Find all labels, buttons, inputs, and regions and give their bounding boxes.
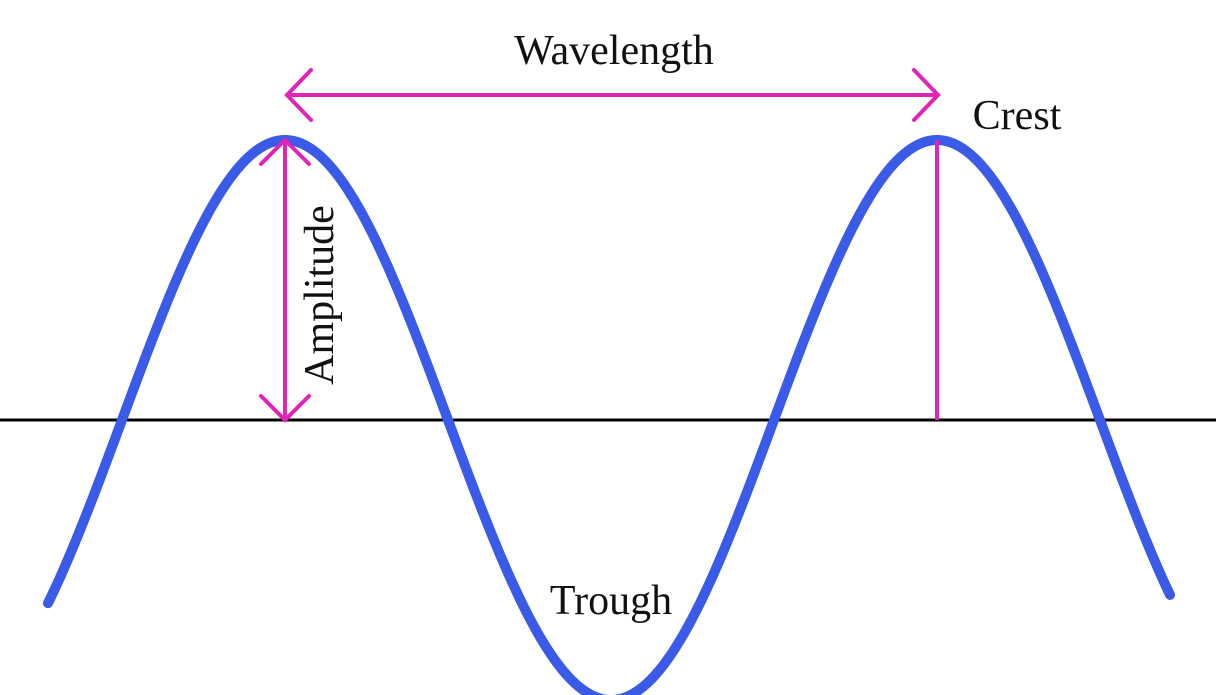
amplitude-arrow (259, 137, 311, 423)
amplitude-label: Amplitude (297, 205, 343, 385)
wavelength-label: Wavelength (514, 28, 714, 74)
crest-label: Crest (973, 93, 1062, 139)
wavelength-arrow (284, 68, 941, 122)
amplitude-arrowhead-top (259, 137, 311, 166)
amplitude-arrowhead-bottom (259, 394, 311, 423)
wavelength-arrowhead-right (912, 68, 941, 122)
wave-curve (43, 135, 1175, 695)
wavelength-arrowhead-left (284, 68, 313, 122)
trough-label: Trough (550, 578, 672, 624)
